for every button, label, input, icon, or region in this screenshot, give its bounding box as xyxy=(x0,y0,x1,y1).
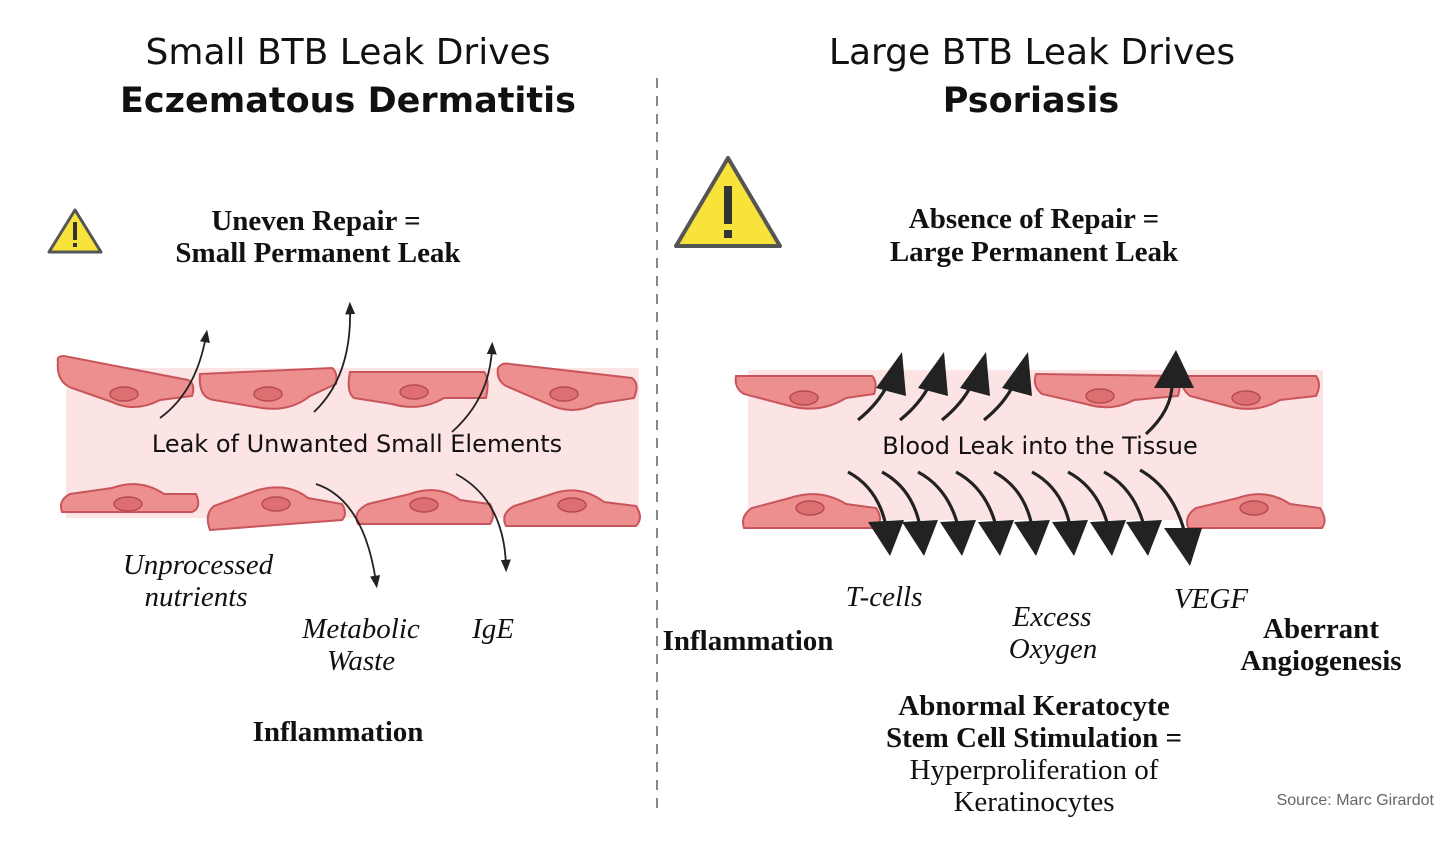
right-repair-line2: Large Permanent Leak xyxy=(890,236,1179,268)
left-panel: Small BTB Leak Drives Eczematous Dermati… xyxy=(47,32,641,748)
warning-icon xyxy=(674,156,782,248)
keratocyte-label-line2: Stem Cell Stimulation = xyxy=(886,722,1182,754)
left-inflammation-label: Inflammation xyxy=(253,716,424,748)
angiogenesis-label-line2: Angiogenesis xyxy=(1240,645,1401,677)
right-vessel-label: Blood Leak into the Tissue xyxy=(882,432,1198,460)
right-title-line1: Large BTB Leak Drives xyxy=(829,32,1235,73)
left-top-endothelial-cells xyxy=(56,354,638,411)
keratocyte-label-line3: Hyperproliferation of xyxy=(910,754,1159,786)
unprocessed-label-line2: nutrients xyxy=(144,581,247,613)
keratocyte-label-line4: Keratinocytes xyxy=(953,786,1114,818)
right-panel: Large BTB Leak Drives Psoriasis Absence … xyxy=(663,32,1402,818)
right-bottom-endothelial-cells xyxy=(742,493,1326,529)
right-inflammation-label: Inflammation xyxy=(663,625,834,657)
source-credit: Source: Marc Girardot xyxy=(1277,792,1435,809)
right-blood-leak-arrows-down xyxy=(847,468,1202,566)
oxygen-label-line1: Excess xyxy=(1012,601,1092,633)
left-vessel-label: Leak of Unwanted Small Elements xyxy=(152,430,562,458)
right-title-line2: Psoriasis xyxy=(943,81,1119,121)
right-repair-line1: Absence of Repair = xyxy=(909,203,1159,235)
left-bottom-endothelial-cells xyxy=(60,483,641,532)
tcells-label: T-cells xyxy=(846,581,923,613)
warning-icon xyxy=(47,208,103,254)
left-leak-arrows xyxy=(159,301,511,589)
angiogenesis-label-line1: Aberrant xyxy=(1263,613,1379,645)
vegf-label: VEGF xyxy=(1174,583,1248,615)
right-blood-leak-arrows-up xyxy=(857,350,1194,436)
left-repair-line2: Small Permanent Leak xyxy=(175,237,461,269)
metabolic-label-line1: Metabolic xyxy=(301,613,420,645)
unprocessed-label-line1: Unprocessed xyxy=(123,549,274,581)
left-repair-line1: Uneven Repair = xyxy=(211,205,420,237)
ige-label: IgE xyxy=(471,613,514,645)
left-title-line1: Small BTB Leak Drives xyxy=(146,32,551,73)
oxygen-label-line2: Oxygen xyxy=(1009,633,1098,665)
metabolic-label-line2: Waste xyxy=(327,645,395,677)
right-top-endothelial-cells xyxy=(734,372,1320,410)
keratocyte-label-line1: Abnormal Keratocyte xyxy=(898,690,1170,722)
left-title-line2: Eczematous Dermatitis xyxy=(120,81,576,121)
